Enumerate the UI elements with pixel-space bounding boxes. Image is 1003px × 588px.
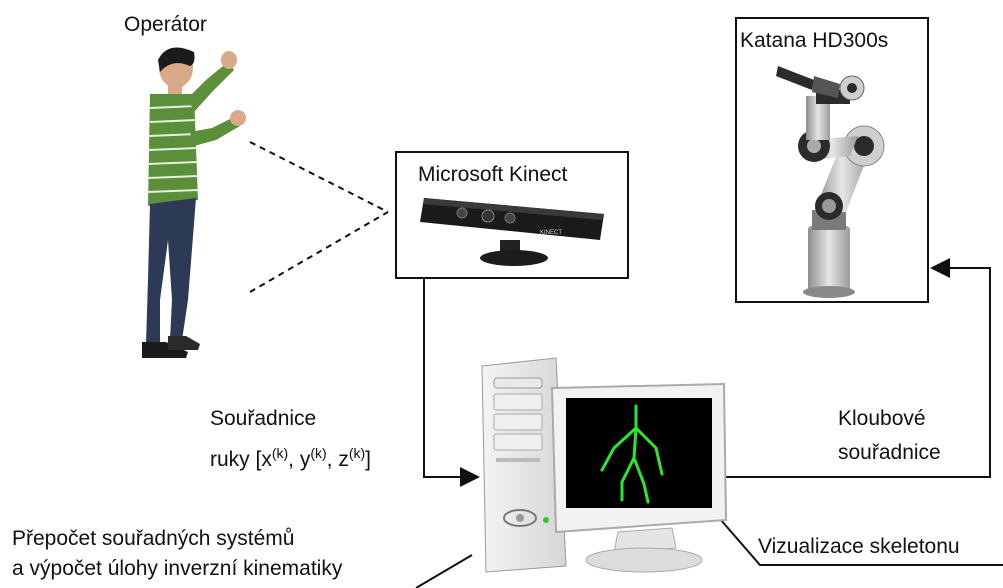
kinect-view-lines xyxy=(249,141,389,293)
transform-note-line2: a výpočet úlohy inverzní kinematiky xyxy=(12,557,343,580)
hand-coords-label-line2: ruky [x(k), y(k), z(k)] xyxy=(210,440,371,473)
robot-arm-image xyxy=(776,66,885,298)
transform-leader-line xyxy=(415,554,473,588)
transform-note-line1: Přepočet souřadných systémů xyxy=(12,527,295,550)
hand-coords-label-line1: Souřadnice xyxy=(210,407,317,430)
operator-person-image xyxy=(142,47,246,358)
kinect-device-text: KINECT xyxy=(540,230,562,236)
visualization-leader-line xyxy=(713,511,1003,566)
hand-coords-sep1: , y xyxy=(288,448,311,471)
hand-coords-sep2: , z xyxy=(326,448,349,471)
pc-tower-image xyxy=(481,357,567,573)
kinect-device-image: KINECT xyxy=(420,198,604,266)
robot-label: Katana HD300s xyxy=(740,29,889,52)
joint-coords-label-line2: souřadnice xyxy=(838,441,941,464)
operator-label: Operátor xyxy=(124,13,207,36)
kinect-label: Microsoft Kinect xyxy=(418,163,568,186)
visualization-label: Vizualizace skeletonu xyxy=(758,535,960,558)
arrow-kinect-to-pc xyxy=(423,278,480,487)
sup-x: (k) xyxy=(271,445,289,461)
connector-lines xyxy=(415,258,1003,588)
arrow-pc-to-robot xyxy=(716,258,991,478)
sup-z: (k) xyxy=(348,445,366,461)
hand-coords-prefix: ruky [x xyxy=(210,448,272,471)
sup-y: (k) xyxy=(310,445,327,461)
hand-coords-suffix: ] xyxy=(365,448,372,471)
joint-coords-label-line1: Kloubové xyxy=(838,407,926,430)
skeleton-figure xyxy=(600,404,664,504)
monitor-image xyxy=(550,382,728,573)
